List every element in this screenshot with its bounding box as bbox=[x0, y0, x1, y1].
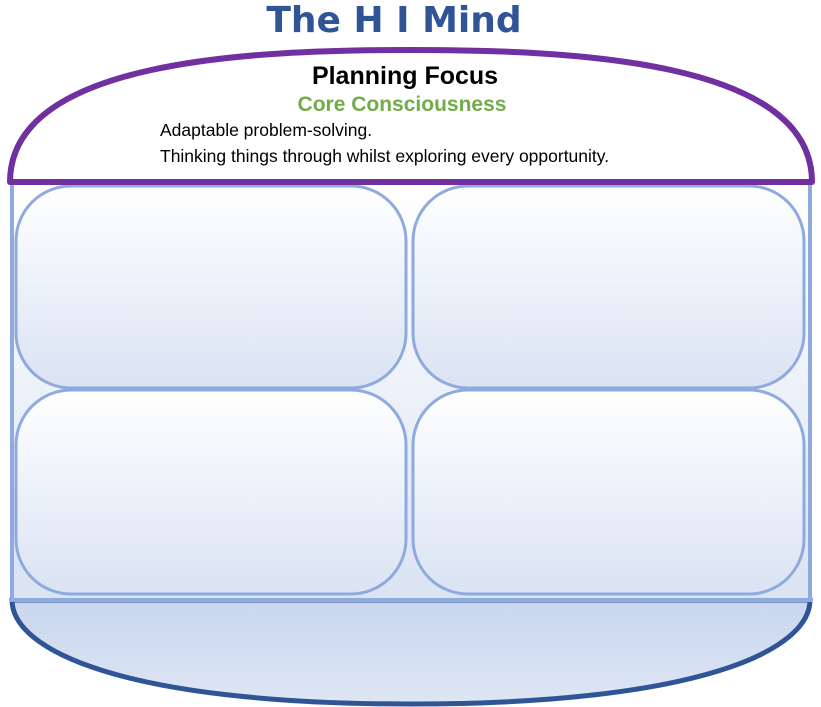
top-line-2: Thinking things through whilst exploring… bbox=[160, 146, 609, 166]
top-heading: Planning Focus bbox=[312, 62, 498, 90]
top-line-1: Adaptable problem-solving. bbox=[160, 120, 372, 140]
panel-bottom-left bbox=[14, 388, 408, 596]
bottom-dome bbox=[9, 597, 813, 707]
top-dome bbox=[7, 47, 815, 185]
panel-bottom-right bbox=[411, 388, 806, 596]
top-subheading: Core Consciousness bbox=[298, 93, 507, 116]
diagram-title: The H I Mind bbox=[266, 0, 521, 41]
panel-top-left bbox=[14, 184, 408, 390]
panel-top-right bbox=[411, 184, 806, 390]
